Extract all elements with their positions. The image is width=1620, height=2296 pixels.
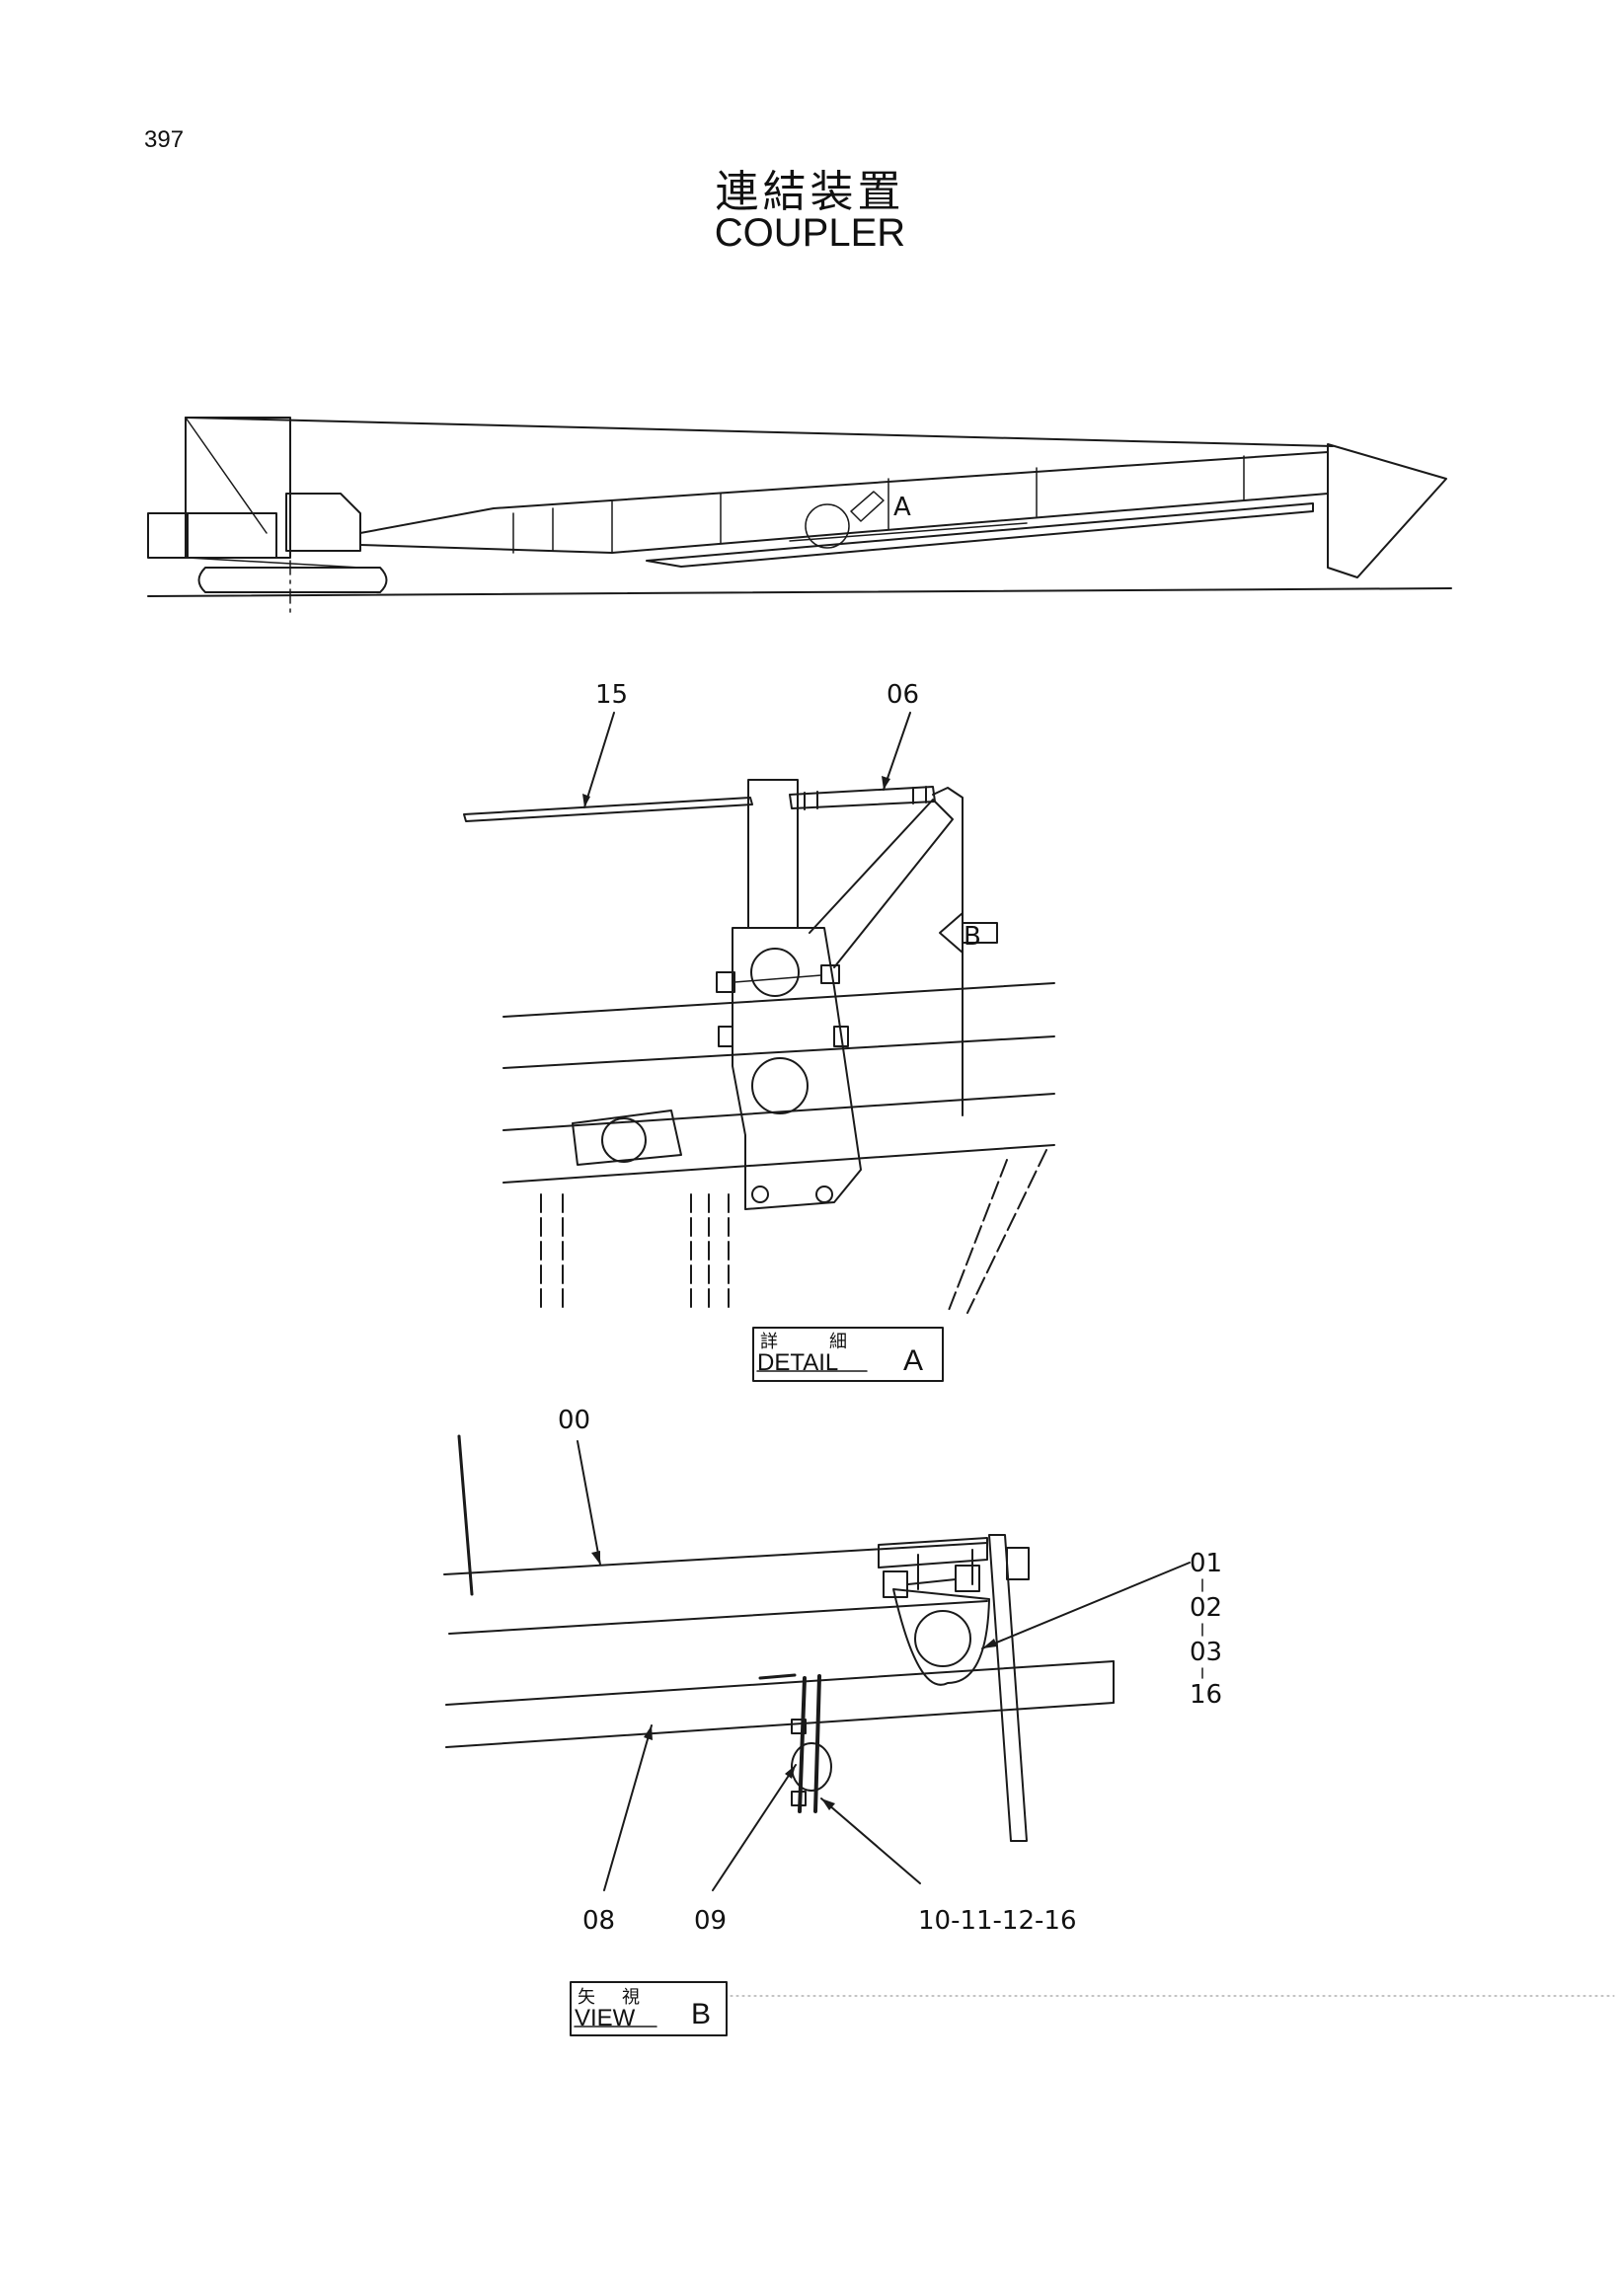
coupler-eye: [572, 1110, 682, 1166]
crawler: [197, 567, 388, 593]
view-b-caption-en: VIEW: [575, 2005, 636, 2031]
page-title-japanese: 連結装置: [715, 167, 905, 217]
page-title-english: COUPLER: [714, 211, 906, 255]
view-b-arrow: [939, 912, 998, 954]
view-b-drawing: 00 01 02 03 16 08 09 10-11-12-16 矢 視 VIE…: [443, 1406, 1615, 2036]
leader-10: [820, 1798, 921, 1884]
leader-09: [712, 1764, 797, 1891]
leader-01: [981, 1562, 1191, 1649]
callout-09: 09: [694, 1906, 727, 1936]
leader-00: [577, 1440, 601, 1566]
detail-a-drawing: B 15 06 詳 細 DETAIL A: [463, 680, 1055, 1382]
overview-callout-a: A: [893, 493, 911, 522]
small-clamp-09: [791, 1742, 832, 1792]
clamp-plate: [732, 927, 862, 1210]
ground-line: [147, 587, 1452, 597]
clamp-bracket: [878, 1537, 988, 1569]
boom: [359, 451, 1329, 554]
detail-a-caption-letter: A: [903, 1344, 923, 1377]
lower-member: [646, 502, 1314, 568]
callout-06: 06: [887, 680, 919, 710]
callout-00: 00: [558, 1406, 590, 1435]
page-number: 397: [144, 126, 185, 153]
left-rod: [457, 1434, 474, 1596]
detail-a-caption-box: [752, 1327, 944, 1382]
callout-16: 16: [1190, 1680, 1222, 1710]
detail-a-caption-en: DETAIL: [757, 1349, 838, 1376]
detail-a-caption-jp-2: 細: [829, 1332, 847, 1352]
callout-15: 15: [595, 680, 628, 710]
callout-10-11-12-16: 10-11-12-16: [918, 1906, 1076, 1936]
view-b-arrow-label: B: [964, 922, 981, 952]
callout-02: 02: [1190, 1593, 1222, 1623]
view-b-caption-jp-1: 矢: [578, 1987, 595, 2008]
vertical-plate: [988, 1534, 1028, 1842]
callout-08: 08: [582, 1906, 615, 1936]
overview-drawing: A: [147, 417, 1452, 613]
detail-a-caption-jp-1: 詳: [760, 1332, 778, 1352]
u-bolt: [892, 1588, 990, 1686]
callout-03: 03: [1190, 1638, 1222, 1667]
callout-01: 01: [1190, 1549, 1222, 1578]
head-cone: [1327, 443, 1447, 578]
mast-frame: [185, 417, 291, 559]
leader-08: [603, 1724, 653, 1891]
leader-15: [583, 712, 615, 808]
view-b-caption-box: [570, 1981, 728, 2036]
member-08-top: [445, 1660, 1115, 1706]
rod-15: [463, 797, 753, 822]
upper-pin: [750, 948, 800, 997]
counterweight: [147, 512, 189, 559]
pendant-line: [185, 417, 1334, 447]
detail-a-marker: [805, 503, 850, 549]
diagonal-brace: [809, 799, 954, 968]
lower-pin: [751, 1057, 809, 1114]
cab: [285, 493, 361, 552]
view-b-caption-jp-2: 視: [622, 1987, 640, 2008]
small-clamp-bolt: [798, 1676, 807, 1813]
leader-06: [883, 712, 911, 791]
member-00-top: [443, 1542, 988, 1575]
view-b-caption-letter: B: [691, 1998, 711, 2030]
